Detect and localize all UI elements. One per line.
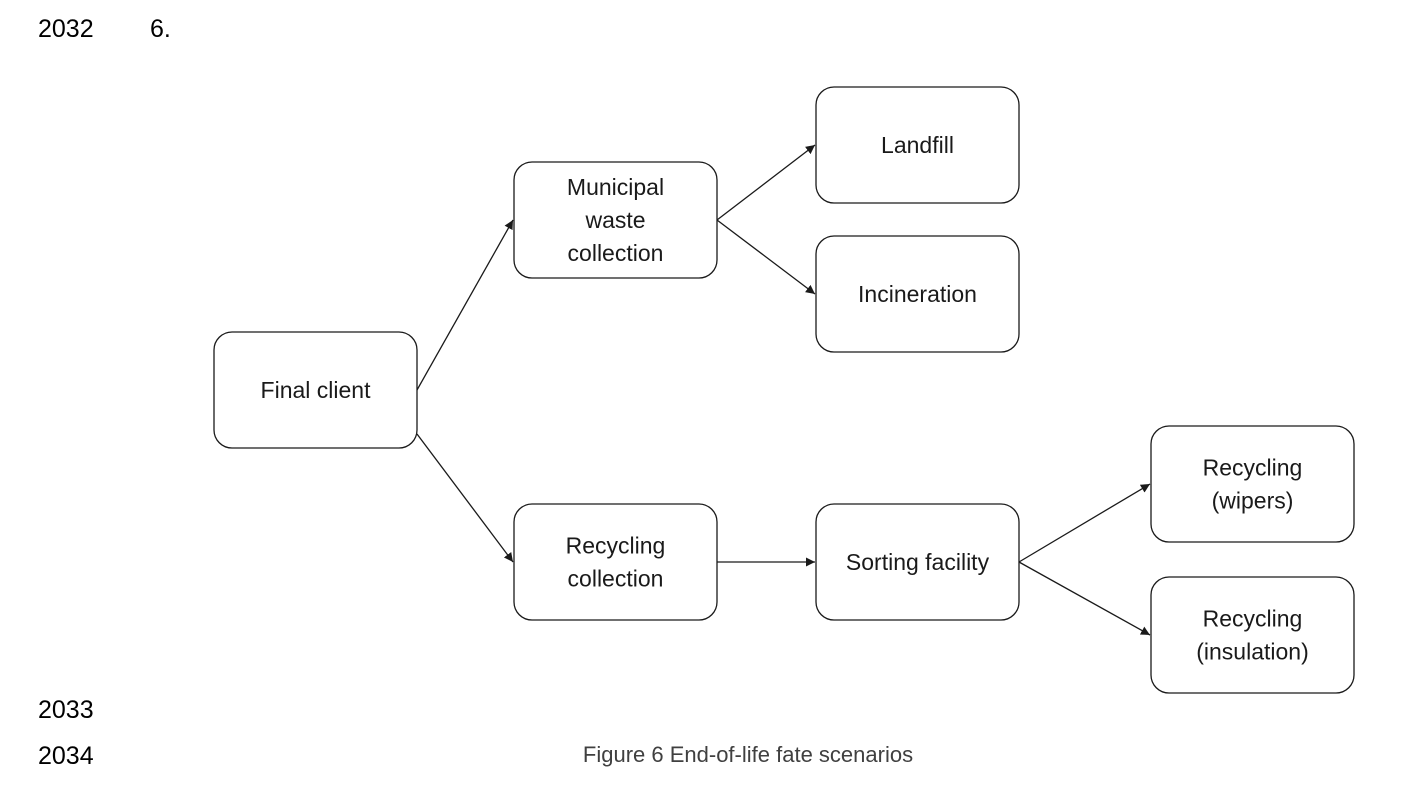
node-label-recycling-wipers-0: Recycling <box>1203 455 1303 481</box>
node-recycling-collection: Recycling collection <box>513 503 718 621</box>
node-box-recycling-wipers <box>1150 425 1355 543</box>
node-recycling-insulation: Recycling (insulation) <box>1150 576 1355 694</box>
node-label-recycling-collection-0: Recycling <box>566 533 666 559</box>
line-number-2032: 2032 <box>38 15 94 43</box>
node-box-recycling-insulation <box>1150 576 1355 694</box>
line-number-2034: 2034 <box>38 742 94 770</box>
node-box-municipal-waste-collection <box>513 161 718 279</box>
node-box-recycling-collection <box>513 503 718 621</box>
arrow-final-client-to-municipal-waste-collection <box>416 219 514 391</box>
node-label-final-client-0: Final client <box>261 377 372 403</box>
node-box-landfill <box>815 86 1020 204</box>
arrow-sorting-facility-to-recycling-wipers <box>1018 483 1151 563</box>
node-box-incineration <box>815 235 1020 353</box>
section-number: 6. <box>150 15 171 43</box>
node-final-client: Final client <box>213 331 418 449</box>
node-box-final-client <box>213 331 418 449</box>
node-label-landfill-0: Landfill <box>881 132 954 158</box>
node-recycling-wipers: Recycling (wipers) <box>1150 425 1355 543</box>
line-number-2033: 2033 <box>38 696 94 724</box>
node-label-recycling-insulation-0: Recycling <box>1203 606 1303 632</box>
figure-caption: Figure 6 End-of-life fate scenarios <box>582 742 914 767</box>
node-label-incineration-0: Incineration <box>858 281 977 307</box>
node-incineration: Incineration <box>815 235 1020 353</box>
node-label-municipal-waste-collection-2: collection <box>568 240 664 266</box>
node-landfill: Landfill <box>815 86 1020 204</box>
node-label-sorting-facility-0: Sorting facility <box>846 549 990 575</box>
node-sorting-facility: Sorting facility <box>815 503 1020 621</box>
node-label-recycling-collection-1: collection <box>568 566 664 592</box>
node-label-recycling-insulation-1: (insulation) <box>1196 639 1309 665</box>
node-label-municipal-waste-collection-1: waste <box>584 207 645 233</box>
node-label-municipal-waste-collection-0: Municipal <box>567 174 664 200</box>
node-municipal-waste-collection: Municipal waste collection <box>513 161 718 279</box>
flow-diagram: Final client Municipal waste collection Land… <box>213 86 1355 694</box>
arrow-sorting-facility-to-recycling-insulation <box>1018 561 1151 636</box>
node-box-sorting-facility <box>815 503 1020 621</box>
arrow-final-client-to-recycling-collection <box>416 433 514 563</box>
node-label-recycling-wipers-1: (wipers) <box>1212 488 1294 514</box>
arrow-municipal-waste-collection-to-incineration <box>716 219 816 295</box>
arrow-municipal-waste-collection-to-landfill <box>716 144 816 221</box>
